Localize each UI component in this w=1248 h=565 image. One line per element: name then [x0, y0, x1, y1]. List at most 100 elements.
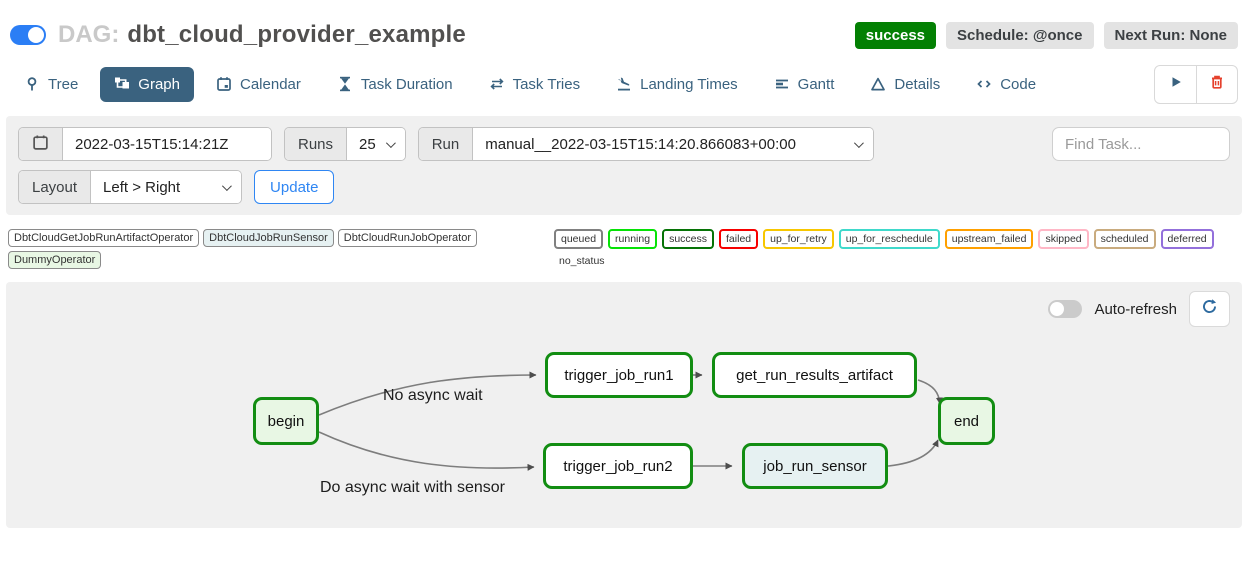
pin-icon	[24, 76, 40, 92]
tab-label: Graph	[138, 75, 180, 93]
base-date-input[interactable]	[63, 128, 271, 160]
layout-group: Layout Left > Right	[18, 170, 243, 204]
trigger-dag-button[interactable]	[1155, 66, 1196, 103]
legend-operator: DbtCloudJobRunSensor	[203, 229, 334, 247]
refresh-controls: Auto-refresh	[1048, 291, 1230, 327]
layout-select[interactable]: Left > Right	[91, 171, 242, 203]
tab-label: Code	[1000, 75, 1037, 93]
legend-status: failed	[719, 229, 759, 249]
filter-bar: Runs 25 Run manual__2022-03-15T15:14:20.…	[6, 116, 1242, 215]
trash-icon	[1209, 74, 1225, 95]
toggle-knob	[28, 27, 44, 43]
legend-operator: DummyOperator	[8, 251, 102, 269]
dag-action-buttons	[1154, 64, 1238, 104]
task-node-end[interactable]: end	[938, 397, 995, 445]
status-badge[interactable]: success	[854, 21, 936, 49]
tab-code[interactable]: Code	[962, 67, 1050, 102]
schedule-badge: Schedule: @once	[946, 21, 1094, 49]
graph-icon	[114, 76, 130, 92]
task-node-get-run-results-artifact[interactable]: get_run_results_artifact	[712, 352, 917, 398]
task-node-trigger-job-run2[interactable]: trigger_job_run2	[543, 443, 693, 489]
run-label: Run	[418, 128, 474, 160]
header-badges: success Schedule: @once Next Run: None	[854, 21, 1238, 49]
tab-graph[interactable]: Graph	[100, 66, 194, 102]
tab-details[interactable]: Details	[856, 67, 954, 102]
dag-title: dbt_cloud_provider_example	[127, 21, 466, 48]
tab-label: Landing Times	[640, 75, 738, 93]
legend-status: up_for_retry	[763, 229, 834, 249]
tab-task-duration[interactable]: Task Duration	[323, 67, 467, 102]
tab-label: Tree	[48, 75, 79, 93]
graph-edges	[318, 371, 943, 471]
filter-row-2: Layout Left > Right Update	[18, 170, 1230, 204]
base-date-group	[18, 127, 272, 161]
auto-refresh-label: Auto-refresh	[1094, 300, 1177, 318]
view-tabbar: Tree Graph Calendar Task Duration Task T…	[0, 52, 1248, 106]
runs-value: 25	[359, 135, 376, 153]
num-runs-group: Runs 25	[284, 127, 406, 161]
chevron-down-icon	[385, 137, 396, 148]
legend-status: deferred	[1160, 229, 1214, 249]
calendar-icon	[32, 134, 49, 155]
legend-status: queued	[554, 229, 604, 249]
dag-header: DAG: dbt_cloud_provider_example success …	[0, 0, 1248, 52]
tab-label: Gantt	[797, 75, 835, 93]
gantt-icon	[774, 76, 790, 92]
edge-label-no-async: No async wait	[383, 387, 483, 404]
find-task-input[interactable]	[1052, 127, 1230, 161]
code-icon	[976, 76, 992, 92]
legend-operator: DbtCloudGetJobRunArtifactOperator	[8, 229, 200, 247]
edge-label-async-sensor: Do async wait with sensor	[320, 479, 505, 496]
tab-landing-times[interactable]: Landing Times	[602, 67, 752, 102]
calendar-icon	[216, 76, 232, 92]
run-select[interactable]: manual__2022-03-15T15:14:20.866083+00:00	[473, 128, 874, 160]
tab-label: Details	[894, 75, 941, 93]
run-value: manual__2022-03-15T15:14:20.866083+00:00	[485, 135, 796, 153]
task-node-trigger-job-run1[interactable]: trigger_job_run1	[545, 352, 693, 398]
run-select-group: Run manual__2022-03-15T15:14:20.866083+0…	[417, 127, 875, 161]
tab-label: Task Duration	[360, 75, 453, 93]
tab-gantt[interactable]: Gantt	[760, 67, 849, 102]
runs-label: Runs	[285, 128, 348, 160]
tab-label: Calendar	[240, 75, 301, 93]
legend-status: skipped	[1038, 229, 1089, 249]
refresh-button[interactable]	[1189, 291, 1230, 327]
layout-value: Left > Right	[103, 178, 181, 196]
dag-graph-canvas[interactable]: No async wait Do async wait with sensor …	[6, 282, 1242, 528]
tab-task-tries[interactable]: Task Tries	[475, 67, 595, 102]
plane-landing-icon	[616, 76, 632, 92]
graph-legend: DbtCloudGetJobRunArtifactOperator DbtClo…	[8, 229, 1240, 269]
task-node-job-run-sensor[interactable]: job_run_sensor	[742, 443, 888, 489]
play-icon	[1168, 74, 1184, 95]
status-legend: queued running success failed up_for_ret…	[554, 229, 1240, 269]
legend-status: running	[608, 229, 658, 249]
refresh-icon	[1201, 298, 1218, 320]
legend-status: scheduled	[1093, 229, 1156, 249]
task-node-begin[interactable]: begin	[253, 397, 319, 445]
dag-prefix-label: DAG:	[58, 21, 120, 48]
runs-select[interactable]: 25	[347, 128, 405, 160]
tab-calendar[interactable]: Calendar	[202, 67, 315, 102]
legend-operator: DbtCloudRunJobOperator	[337, 229, 477, 247]
dag-pause-toggle[interactable]	[10, 25, 46, 45]
update-button[interactable]: Update	[254, 170, 335, 204]
hourglass-icon	[337, 76, 353, 92]
repeat-icon	[489, 76, 505, 92]
auto-refresh-toggle[interactable]	[1048, 300, 1083, 318]
layout-label: Layout	[19, 171, 92, 203]
chevron-down-icon	[854, 137, 865, 148]
toggle-knob	[1050, 302, 1065, 316]
chevron-down-icon	[222, 180, 232, 191]
legend-status: up_for_reschedule	[838, 229, 940, 249]
delete-dag-button[interactable]	[1196, 65, 1237, 103]
legend-status: no_status	[554, 253, 610, 269]
filter-row-1: Runs 25 Run manual__2022-03-15T15:14:20.…	[18, 127, 1230, 161]
operator-legend: DbtCloudGetJobRunArtifactOperator DbtClo…	[8, 229, 554, 269]
calendar-picker-button[interactable]	[19, 128, 63, 160]
next-run-badge: Next Run: None	[1103, 21, 1238, 49]
tab-label: Task Tries	[512, 75, 581, 93]
triangle-icon	[870, 76, 886, 92]
legend-status: upstream_failed	[944, 229, 1034, 249]
legend-status: success	[662, 229, 715, 249]
tab-tree[interactable]: Tree	[10, 67, 92, 102]
